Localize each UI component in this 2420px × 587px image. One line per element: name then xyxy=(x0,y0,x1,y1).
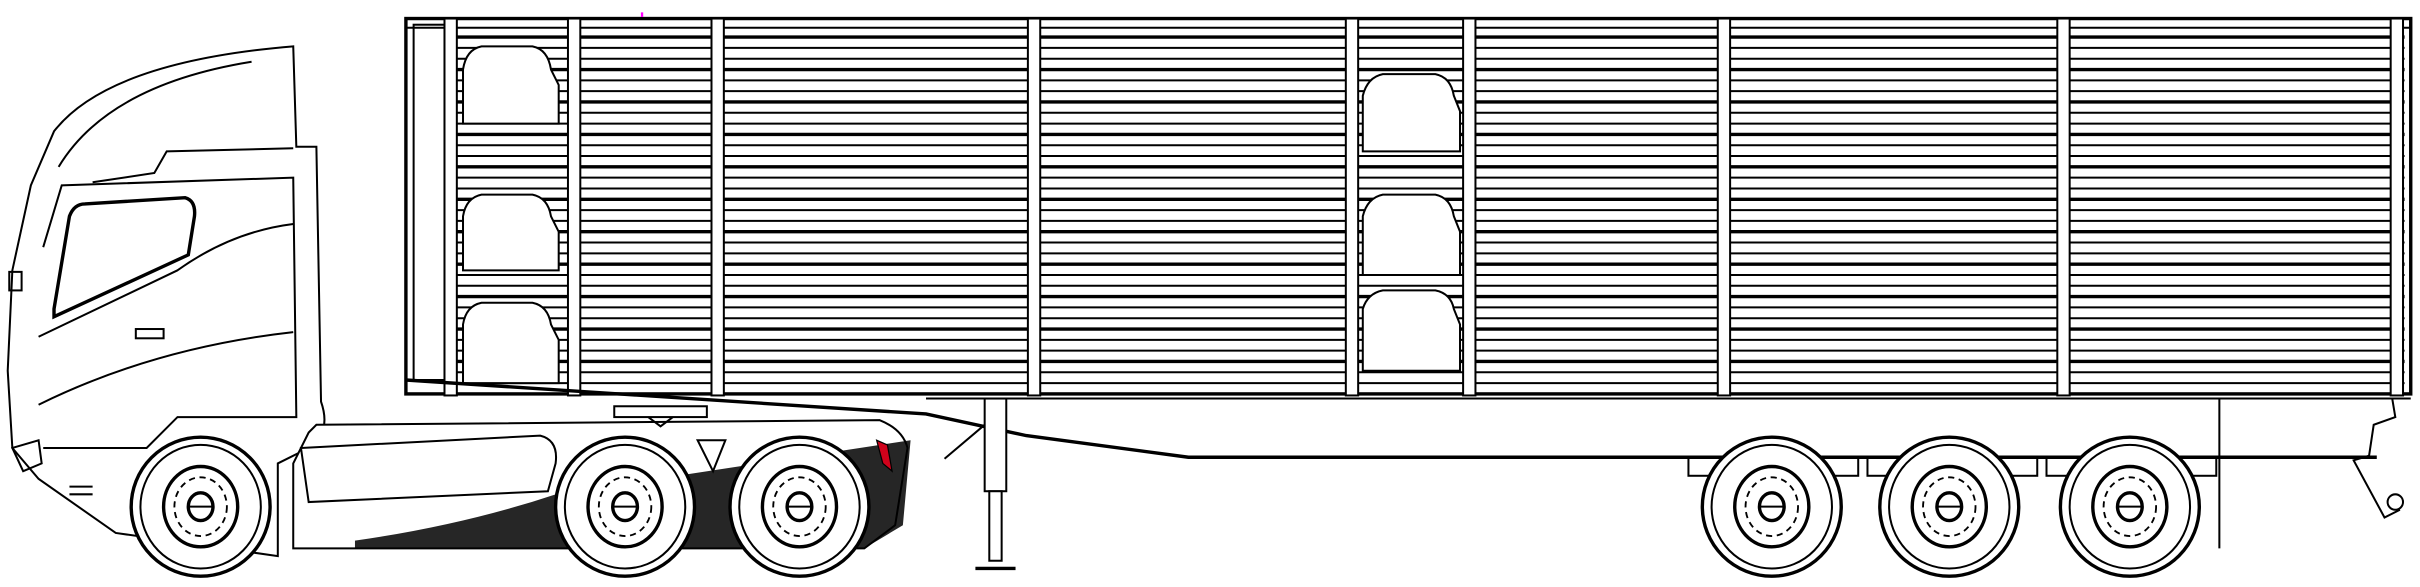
wheel xyxy=(2058,435,2201,578)
landing-leg xyxy=(983,397,1008,493)
rim xyxy=(1733,464,1811,549)
door-handle xyxy=(134,328,165,340)
tire-inner xyxy=(563,443,687,570)
tire-inner xyxy=(1888,443,2011,570)
fifth-wheel xyxy=(613,405,708,428)
rack-center-top xyxy=(1361,73,1462,153)
cargo-racks xyxy=(462,45,1462,385)
cab-roof-fairing xyxy=(57,60,294,184)
wheel xyxy=(129,435,272,578)
trailer-post xyxy=(1344,17,1360,397)
tire-inner xyxy=(139,443,262,570)
landing-leg-lower xyxy=(988,490,1003,562)
fifth-wheel-mount xyxy=(647,416,674,428)
trailer-body xyxy=(404,16,2413,397)
wheels xyxy=(129,435,2201,578)
tire-inner xyxy=(1710,443,1833,570)
rack-front-mid xyxy=(462,193,560,272)
trailer-post xyxy=(2389,17,2405,397)
lug-nuts xyxy=(2102,476,2158,537)
fifth-wheel-plate xyxy=(613,405,708,419)
wheel xyxy=(728,435,871,578)
landing-gear xyxy=(943,397,1016,571)
trailer-post xyxy=(1026,17,1042,397)
trailer-post xyxy=(710,17,725,397)
tow-hook xyxy=(695,439,727,474)
rim xyxy=(760,464,839,549)
trailer-posts xyxy=(443,17,2405,397)
rim xyxy=(161,464,240,549)
rim xyxy=(1910,464,1989,549)
trailer-post xyxy=(443,17,458,397)
rear-hitch xyxy=(2386,493,2405,511)
fuel-tank xyxy=(299,434,558,504)
cab-window xyxy=(52,196,197,320)
lug-nuts xyxy=(597,476,653,537)
wheel xyxy=(1878,435,2021,578)
side-mirror xyxy=(8,270,23,292)
rack-center-bottom xyxy=(1361,289,1462,372)
rack-front-top xyxy=(462,45,560,125)
lug-nuts xyxy=(173,476,228,537)
tire-inner xyxy=(738,443,861,570)
wheel xyxy=(1700,435,1843,578)
lug-nuts xyxy=(1922,476,1977,537)
landing-crank xyxy=(943,424,986,460)
front-bumper xyxy=(10,438,93,496)
cab-door xyxy=(42,176,298,449)
tire-inner xyxy=(2068,443,2192,570)
trailer-post xyxy=(566,17,582,397)
wheel xyxy=(553,435,697,578)
trailer-post xyxy=(1716,17,1732,397)
rack-front-bottom xyxy=(462,301,560,385)
trailer-front-panel xyxy=(412,23,446,382)
tail-light xyxy=(875,439,893,473)
trailer-frame-lower xyxy=(405,378,2377,459)
rim xyxy=(2091,464,2169,549)
rim xyxy=(586,464,664,549)
lug-nuts xyxy=(1744,476,1799,537)
cab-sweep-line xyxy=(38,222,294,406)
trailer-post xyxy=(2056,17,2071,397)
lug-nuts xyxy=(772,476,827,537)
rear-bumper xyxy=(2352,398,2401,519)
trailer-post xyxy=(1462,17,1477,397)
rack-center-mid xyxy=(1361,193,1462,276)
trailer-box-outline xyxy=(404,16,2413,396)
